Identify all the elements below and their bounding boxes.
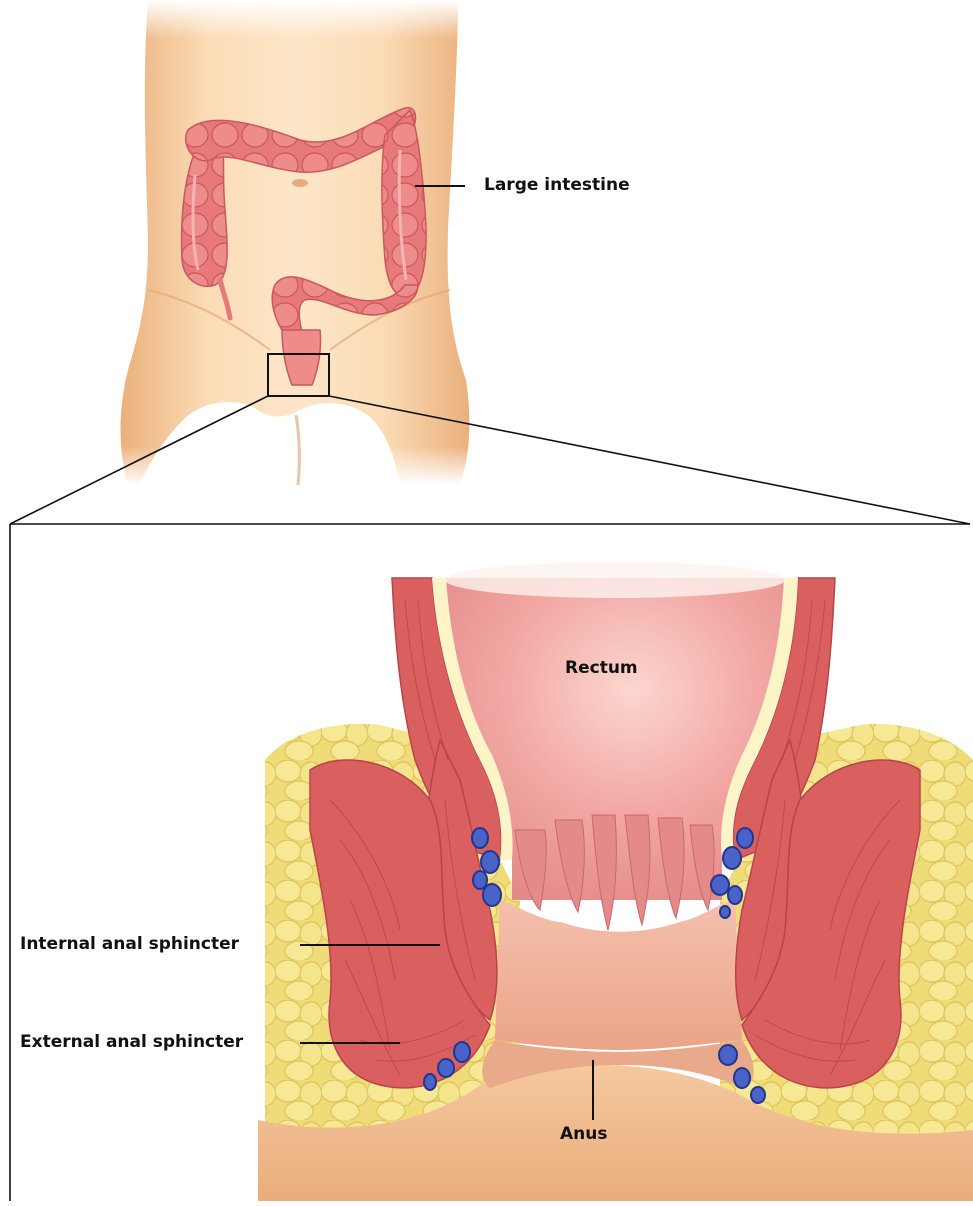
external-anal-sphincter-label: External anal sphincter [20,1034,243,1051]
navel [292,179,308,187]
anal-canal [495,900,742,1050]
large-intestine-label: Large intestine [484,177,630,194]
rectum-label: Rectum [565,660,638,677]
internal-anal-sphincter-label: Internal anal sphincter [20,936,239,953]
anus-label: Anus [560,1126,607,1143]
